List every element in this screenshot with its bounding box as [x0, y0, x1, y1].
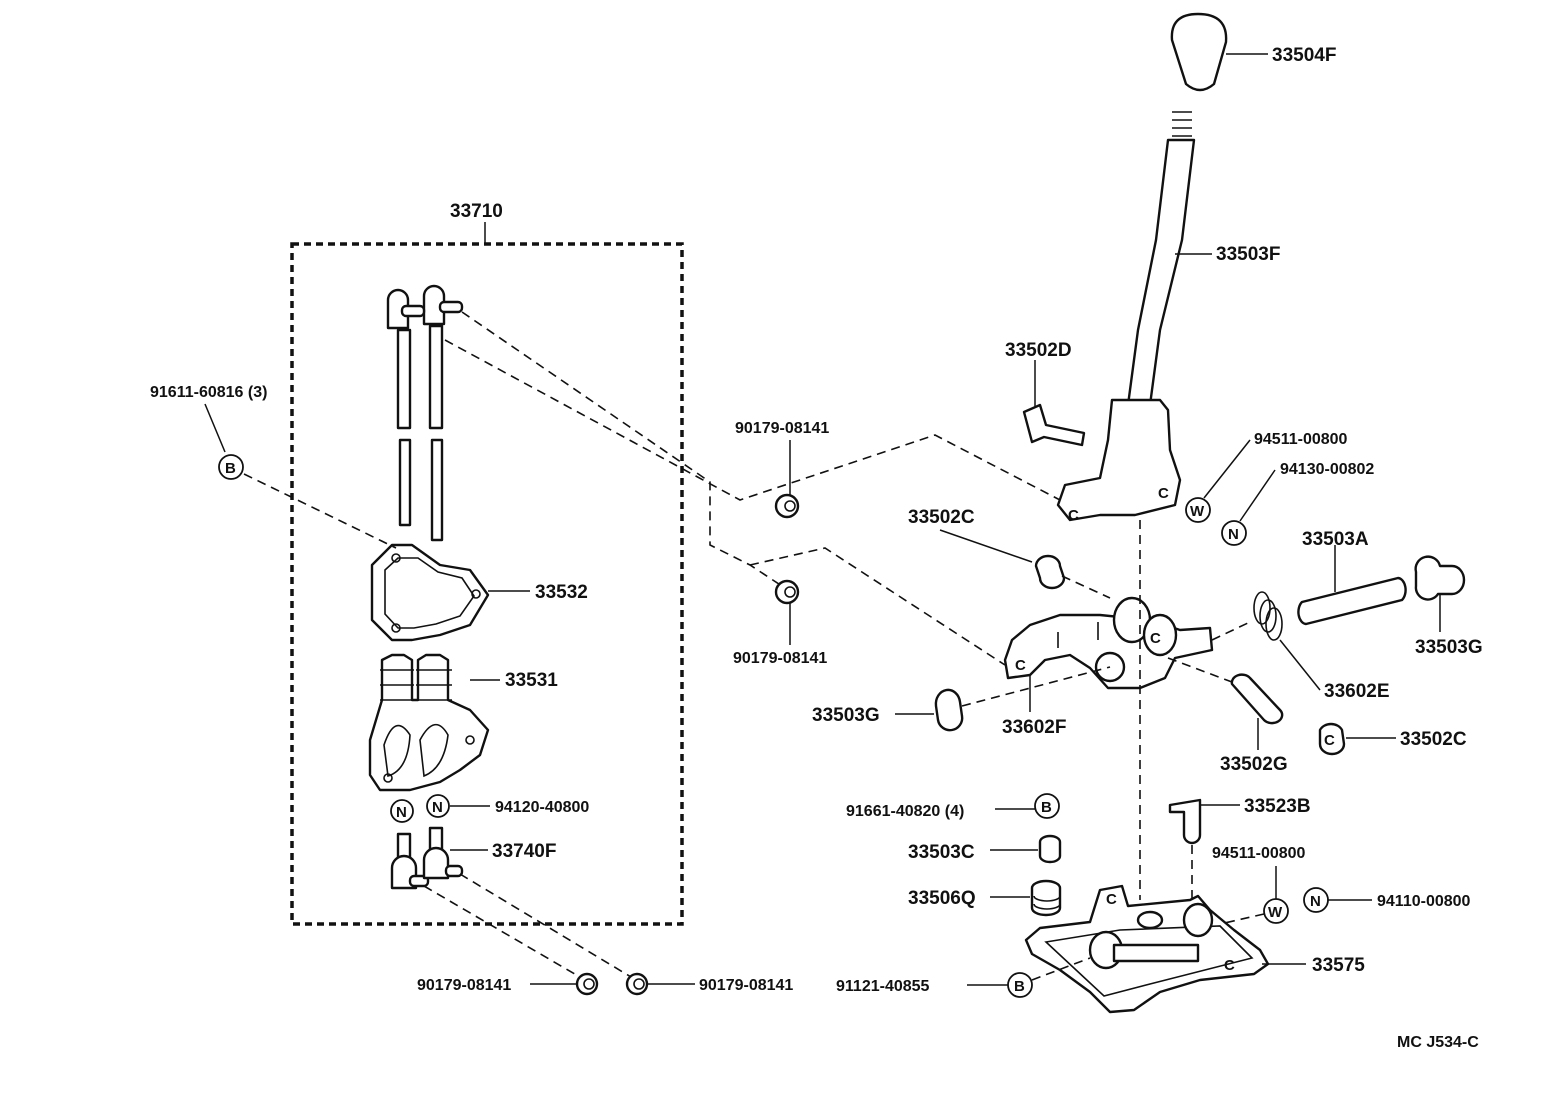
lever-33503F: C C	[1056, 111, 1212, 524]
label-retainer: 33602F	[1002, 717, 1066, 738]
svg-text:N: N	[1310, 893, 1321, 910]
label-washer-bottom: 94511-00800	[1212, 845, 1306, 862]
svg-text:N: N	[432, 799, 443, 816]
label-shaft: 33503A	[1302, 529, 1369, 550]
svg-text:C: C	[1224, 957, 1235, 974]
label-bolt-top: 33502D	[1005, 340, 1072, 361]
cable-routes	[444, 311, 1061, 666]
label-spring: 33602E	[1324, 681, 1390, 702]
label-washer-top: 94511-00800	[1254, 431, 1348, 448]
svg-text:C: C	[1324, 732, 1335, 749]
label-knob: 33504F	[1272, 45, 1336, 66]
svg-text:C: C	[1158, 485, 1169, 502]
svg-text:N: N	[1228, 526, 1239, 543]
bushing-33503G-right	[1414, 555, 1466, 632]
group-label: 33710	[450, 201, 503, 222]
label-bushing-right: 33503G	[1415, 637, 1483, 658]
bolt-33502D	[1022, 360, 1086, 447]
svg-text:C: C	[1150, 630, 1161, 647]
bracket-33523B	[1168, 798, 1240, 905]
clips-upper	[774, 440, 800, 645]
label-bracket: 33523B	[1244, 796, 1311, 817]
label-bolt-b-top: 91661-40820 (4)	[846, 803, 964, 820]
label-bolt-b-bottom: 91121-40855	[836, 978, 930, 995]
label-clip-bottom-left: 90179-08141	[417, 977, 511, 994]
label-collar: 33502G	[1220, 754, 1288, 775]
svg-text:W: W	[1190, 503, 1205, 520]
boot-33531	[368, 653, 490, 792]
shaft-33503A	[1297, 545, 1407, 626]
bushing-33502C-lower-right: C	[1318, 722, 1396, 756]
label-bushing-lower-left: 33503G	[812, 705, 880, 726]
collar-33502G	[1167, 657, 1284, 750]
cushion-33506Q	[990, 879, 1062, 917]
washer-nut-top: W N	[1185, 439, 1276, 546]
cable-rod-ends	[386, 284, 464, 542]
retainer-33602F: C C	[1003, 596, 1214, 712]
svg-text:B: B	[225, 460, 236, 477]
label-cushion-large: 33506Q	[908, 888, 976, 909]
label-clip-lower: 90179-08141	[733, 650, 827, 667]
group-33710: 33710 33532	[290, 201, 684, 926]
label-bushing-lower-right: 33502C	[1400, 729, 1467, 750]
svg-text:W: W	[1268, 904, 1283, 921]
svg-text:C: C	[1015, 657, 1026, 674]
n-symbol-left-1	[390, 799, 414, 823]
gasket-33532	[370, 543, 490, 642]
cushion-33503C	[990, 834, 1062, 864]
housing-33575: C C	[1024, 884, 1306, 1014]
svg-text:C: C	[1068, 507, 1079, 524]
label-clip-upper: 90179-08141	[735, 420, 829, 437]
bolt-b-top: B	[995, 793, 1060, 819]
label-ball-joint: 33740F	[492, 841, 556, 862]
label-clip-bottom-right: 90179-08141	[699, 977, 793, 994]
label-lever: 33503F	[1216, 244, 1280, 265]
reference-code: MC J534-C	[1397, 1034, 1479, 1051]
bolt-b-bottom: B	[967, 957, 1091, 998]
label-bushing-left: 33502C	[908, 507, 975, 528]
label-housing: 33575	[1312, 955, 1365, 976]
nut-n-pair: N N	[390, 794, 450, 823]
label-cushion-small: 33503C	[908, 842, 975, 863]
label-nut-bottom: 94110-00800	[1377, 893, 1471, 910]
n-symbol-left-2	[426, 794, 450, 818]
bushing-33502C-left	[939, 529, 1111, 599]
spring-33602E	[1211, 591, 1321, 691]
svg-text:B: B	[1014, 978, 1025, 995]
label-nut-n-left: 94120-40800	[495, 799, 589, 816]
label-bolt-b-left: 91611-60816 (3)	[150, 384, 267, 401]
bolt-b-left: B	[204, 403, 397, 549]
svg-text:N: N	[396, 804, 407, 821]
bushing-33503G-lower-left	[895, 666, 1111, 732]
ball-joint-33740F	[390, 826, 464, 890]
group-boundary	[290, 242, 684, 926]
label-nut-top: 94130-00802	[1280, 461, 1374, 478]
label-boot: 33531	[505, 670, 558, 691]
svg-text:B: B	[1041, 799, 1052, 816]
clips-bottom	[423, 873, 695, 996]
svg-text:C: C	[1106, 891, 1117, 908]
label-gasket: 33532	[535, 582, 588, 603]
knob-33504F	[1170, 12, 1268, 92]
